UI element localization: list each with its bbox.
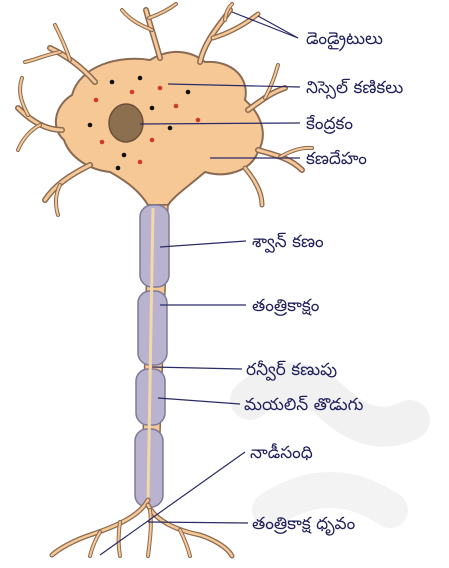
label-schwann-cell: శ్వాన్ కణం [252, 232, 324, 253]
label-axon-terminal: తంత్రికాక్ష ధృవం [252, 514, 356, 536]
labels: డెండ్రైటులు నిస్సెల్ కణికలు కేంద్రకం కణద… [244, 29, 403, 536]
label-node-of-ranvier: రన్వీర్ కణుపు [246, 360, 337, 381]
label-myelin-sheath: మయలిన్ తొడుగు [244, 395, 364, 415]
label-synapse: నాడీసంధి [250, 443, 313, 463]
label-nissl-granules: నిస్సెల్ కణికలు [306, 78, 403, 99]
axon-terminals [52, 500, 232, 556]
nucleus [109, 104, 143, 142]
label-dendrites: డెండ్రైటులు [306, 29, 383, 52]
label-nucleus: కేంద్రకం [306, 114, 353, 134]
label-cell-body: కణదేహం [306, 149, 367, 169]
label-axon: తంత్రికాక్షం [252, 296, 320, 316]
